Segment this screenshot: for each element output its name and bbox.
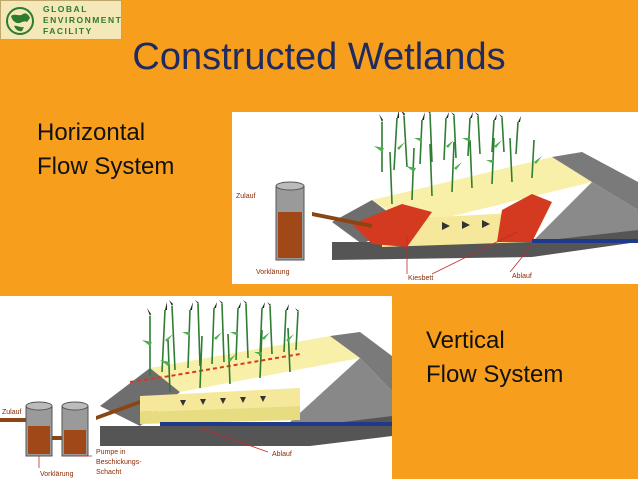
reed-plants [149,303,299,393]
inflow-label: Zulauf [236,193,256,200]
inflow-label: Zulauf [2,409,22,416]
outflow-label: Ablauf [272,451,292,458]
outlet-gravel-zone [497,194,552,242]
inflow-pipe [312,212,372,228]
planted-bed [150,336,360,392]
pretreatment-label: Vorklärung [40,471,74,478]
logo-text-environment: ENVIRONMENT [43,15,123,25]
pump-label-line2: Beschickungs- [96,459,142,466]
distribution-pipe [129,353,301,383]
horizontal-heading-line1: Horizontal [37,119,146,146]
logo-text-facility: FACILITY [43,26,93,36]
vertical-heading-line1: Vertical [426,327,505,354]
horizontal-heading: Horizontal Flow System [37,116,174,184]
inflow-pipe [0,418,28,422]
pump-label-line1: Pumpe in [96,449,126,456]
logo-text-global: GLOBAL [43,4,88,14]
right-embankment [552,152,638,210]
globe-logo-icon [6,7,34,35]
gef-logo: GLOBAL ENVIRONMENT FACILITY [0,0,122,40]
vertical-heading: Vertical Flow System [426,324,563,392]
horizontal-flow-diagram: Zulauf Vorklärung Kiesbett Ablauf [232,112,638,284]
planted-bed [372,157,592,226]
outflow-pipe [532,239,638,243]
right-embankment [330,332,392,391]
horizontal-heading-line2: Flow System [37,153,175,180]
reed-plants [381,113,535,205]
outflow-pipe [160,422,392,426]
slide-title: Constructed Wetlands [132,36,506,78]
gravel-bed-label: Kiesbett [408,275,433,282]
pump-label-line3: Schacht [96,469,121,476]
vertical-heading-line2: Flow System [426,361,564,388]
vertical-flow-diagram: Zulauf Vorklärung Pumpe in Beschickungs-… [0,296,392,479]
inlet-gravel-zone [352,204,432,247]
pretreatment-label: Vorklärung [256,269,290,276]
outflow-label: Ablauf [512,273,532,280]
